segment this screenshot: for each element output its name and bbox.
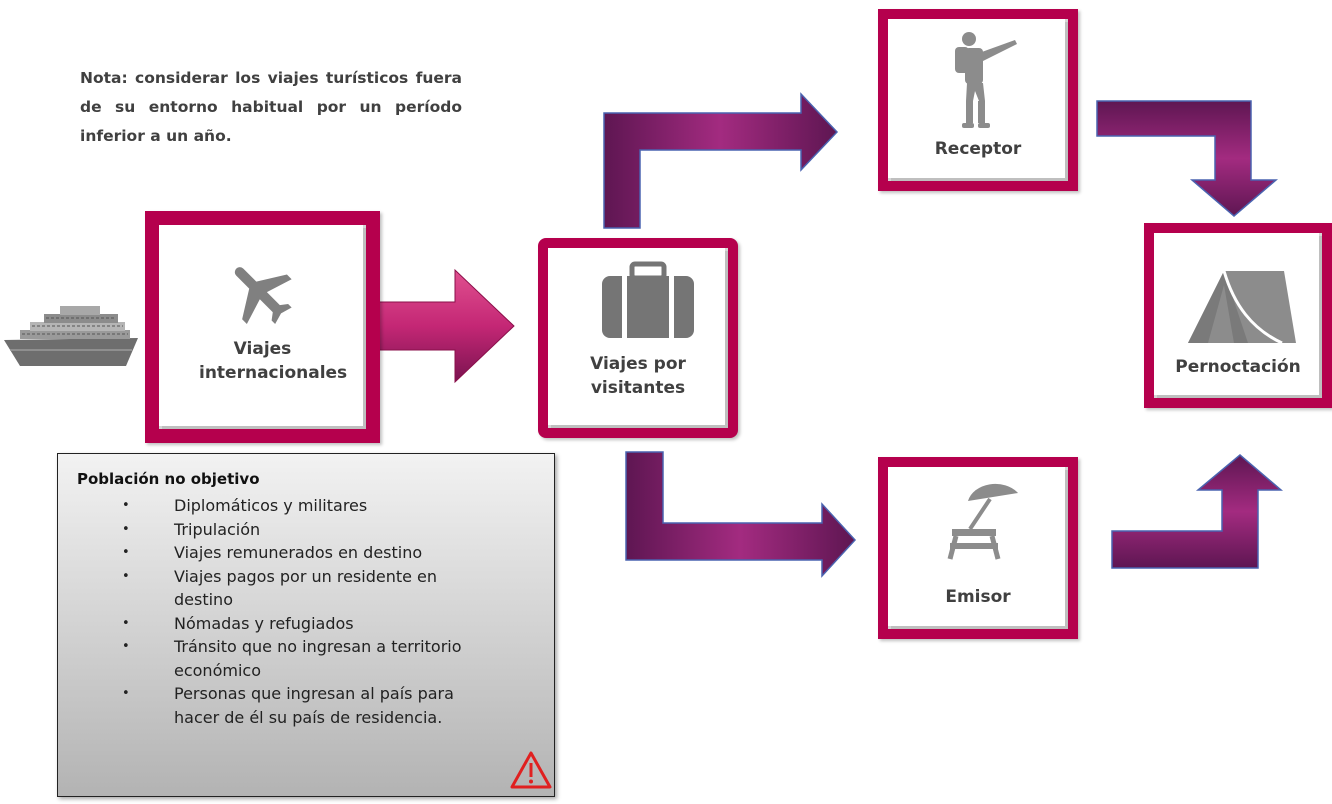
receptor-box: Receptor [878, 9, 1078, 191]
list-item: Viajes pagos por un residente en destino [122, 565, 482, 612]
arrow-international-to-visitors [374, 268, 515, 384]
arrow-visitors-to-emisor [625, 451, 857, 578]
warning-icon [510, 751, 552, 789]
non-target-population-box: Población no objetivo Diplomáticos y mil… [57, 453, 555, 797]
suitcase-icon [602, 261, 694, 338]
visitor-travel-box: Viajes por visitantes [538, 238, 738, 438]
airplane-icon [234, 267, 292, 324]
arrow-visitors-to-receptor [603, 92, 839, 229]
emisor-label: Emisor [945, 587, 1011, 607]
emisor-box: Emisor [878, 457, 1078, 639]
non-target-title: Población no objetivo [77, 470, 260, 488]
beach-umbrella-icon [947, 483, 1018, 560]
list-item: Personas que ingresan al país para hacer… [122, 682, 482, 729]
note-text: Nota: considerar los viajes turísticos f… [80, 69, 462, 145]
visitor-travel-label: Viajes por visitantes [590, 354, 686, 398]
list-item: Tránsito que no ingresan a territorio ec… [122, 635, 482, 682]
arrow-emisor-to-overnight [1111, 454, 1284, 569]
arrow-receptor-to-overnight [1096, 100, 1279, 217]
overnight-label: Pernoctación [1175, 357, 1301, 377]
list-item: Tripulación [122, 518, 482, 542]
receptor-label: Receptor [934, 139, 1022, 159]
non-target-list: Diplomáticos y militares Tripulación Via… [122, 494, 482, 729]
international-travel-label: Viajes internacionales [199, 339, 348, 383]
hiker-icon [955, 32, 1017, 128]
international-travel-box: Viajes internacionales [145, 211, 380, 443]
overnight-box: Pernoctación [1144, 223, 1332, 408]
tent-icon [1188, 270, 1296, 345]
list-item: Diplomáticos y militares [122, 494, 482, 518]
list-item: Viajes remunerados en destino [122, 541, 482, 565]
cruise-ship-icon [4, 306, 138, 366]
list-item: Nómadas y refugiados [122, 612, 482, 636]
